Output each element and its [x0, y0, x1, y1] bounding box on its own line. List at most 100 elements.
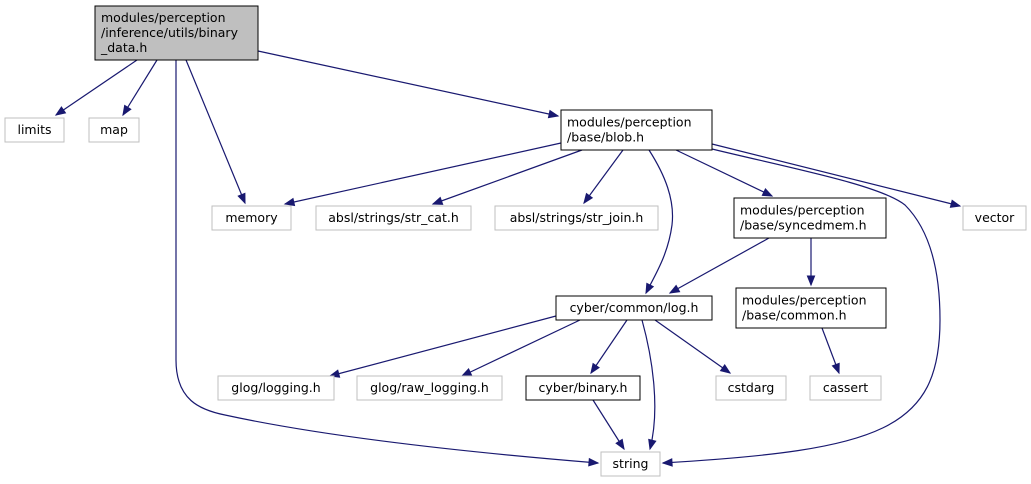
edge-blob-to-string	[661, 148, 941, 467]
node-label-line: modules/perception	[101, 10, 226, 25]
edge-line	[645, 149, 674, 294]
edge-log-to-string	[641, 319, 657, 451]
edge-line	[592, 399, 625, 450]
node-label-line: modules/perception	[742, 293, 867, 308]
edge-blob-to-str_join	[583, 149, 624, 205]
node-syncedmem[interactable]: modules/perception/base/syncedmem.h	[733, 197, 887, 239]
node-label-line: _data.h	[100, 40, 147, 55]
edge-line	[590, 319, 628, 374]
edge-line	[711, 143, 961, 207]
edge-line	[583, 149, 624, 204]
node-root[interactable]: modules/perception/inference/utils/binar…	[94, 5, 259, 61]
edge-blob-to-str_cat	[431, 149, 583, 205]
node-map: map	[88, 117, 140, 143]
edge-line	[257, 50, 559, 117]
node-box	[733, 197, 887, 239]
node-box	[315, 205, 472, 231]
edge-line	[675, 149, 773, 197]
node-label-line: cyber/common/log.h	[570, 300, 699, 315]
edge-common-to-cassert	[821, 327, 840, 375]
arrowhead	[460, 368, 473, 377]
arrowhead	[615, 438, 625, 451]
edge-syncedmem-to-log	[668, 237, 770, 294]
arrowhead	[661, 458, 673, 467]
edge-line	[55, 59, 138, 116]
arrowhead	[761, 187, 774, 197]
node-box	[555, 295, 713, 321]
node-label-line: /base/syncedmem.h	[740, 218, 867, 233]
arrowhead	[328, 369, 341, 378]
node-glog_raw: glog/raw_logging.h	[356, 375, 503, 401]
edge-root-to-blob	[257, 50, 560, 119]
arrowhead	[806, 275, 816, 287]
node-label-line: /inference/utils/binary	[101, 25, 239, 40]
arrowhead	[583, 192, 594, 205]
edge-root-to-limits	[54, 59, 138, 116]
node-label-line: limits	[17, 122, 51, 137]
node-label-line: glog/raw_logging.h	[370, 380, 489, 395]
edge-line	[284, 142, 562, 205]
node-common[interactable]: modules/perception/base/common.h	[735, 287, 887, 329]
node-label-line: string	[613, 456, 649, 471]
arrowhead	[648, 438, 657, 451]
edge-blob-to-log	[645, 149, 674, 295]
edge-root-to-memory	[185, 59, 246, 205]
node-log[interactable]: cyber/common/log.h	[555, 295, 713, 321]
node-box	[962, 205, 1027, 231]
edge-blob-to-memory	[283, 142, 562, 207]
node-box	[809, 375, 882, 401]
node-box	[715, 375, 787, 401]
edge-line	[669, 237, 770, 294]
node-box	[94, 5, 259, 61]
node-binary[interactable]: cyber/binary.h	[525, 375, 641, 401]
arrowhead	[668, 284, 681, 294]
node-label-line: map	[100, 122, 128, 137]
edge-log-to-binary	[590, 319, 628, 375]
node-box	[600, 451, 661, 477]
arrowhead	[237, 192, 246, 205]
arrowhead	[122, 104, 132, 117]
edge-line	[122, 59, 158, 116]
node-cstdarg: cstdarg	[715, 375, 787, 401]
node-label-line: /base/blob.h	[567, 130, 644, 145]
edge-blob-to-vector	[711, 143, 962, 208]
edge-root-to-map	[122, 59, 158, 117]
node-label-line: cassert	[823, 380, 868, 395]
arrowhead	[645, 282, 655, 295]
node-box	[525, 375, 641, 401]
arrowhead	[590, 362, 600, 375]
edge-line	[329, 315, 557, 377]
node-label-line: absl/strings/str_cat.h	[328, 210, 459, 225]
node-limits: limits	[4, 117, 65, 143]
node-box	[356, 375, 503, 401]
edge-syncedmem-to-common	[806, 238, 816, 287]
edge-line	[185, 59, 246, 204]
node-blob[interactable]: modules/perception/base/blob.h	[560, 109, 713, 151]
node-label-line: modules/perception	[567, 115, 692, 130]
nodes-layer: modules/perception/inference/utils/binar…	[4, 5, 1027, 477]
node-vector: vector	[962, 205, 1027, 231]
node-cassert: cassert	[809, 375, 882, 401]
edge-line	[175, 59, 599, 464]
node-label-line: /base/common.h	[742, 308, 847, 323]
edge-blob-to-syncedmem	[675, 149, 774, 197]
arrowhead	[719, 363, 732, 374]
node-box	[88, 117, 140, 143]
node-str_join: absl/strings/str_join.h	[494, 205, 659, 231]
node-box	[217, 375, 335, 401]
node-label-line: cstdarg	[728, 380, 775, 395]
edges-layer	[54, 50, 962, 467]
node-label-line: memory	[225, 210, 278, 225]
node-label-line: glog/logging.h	[231, 380, 320, 395]
node-box	[735, 287, 887, 329]
arrowhead	[283, 197, 296, 207]
node-label-line: modules/perception	[740, 203, 865, 218]
edge-log-to-glog_raw	[460, 319, 581, 377]
edge-log-to-glog_logging	[328, 315, 557, 378]
arrowhead	[949, 199, 962, 208]
edge-root-to-string	[175, 59, 600, 467]
node-label-line: vector	[975, 210, 1016, 225]
node-glog_logging: glog/logging.h	[217, 375, 335, 401]
edge-line	[662, 148, 941, 464]
